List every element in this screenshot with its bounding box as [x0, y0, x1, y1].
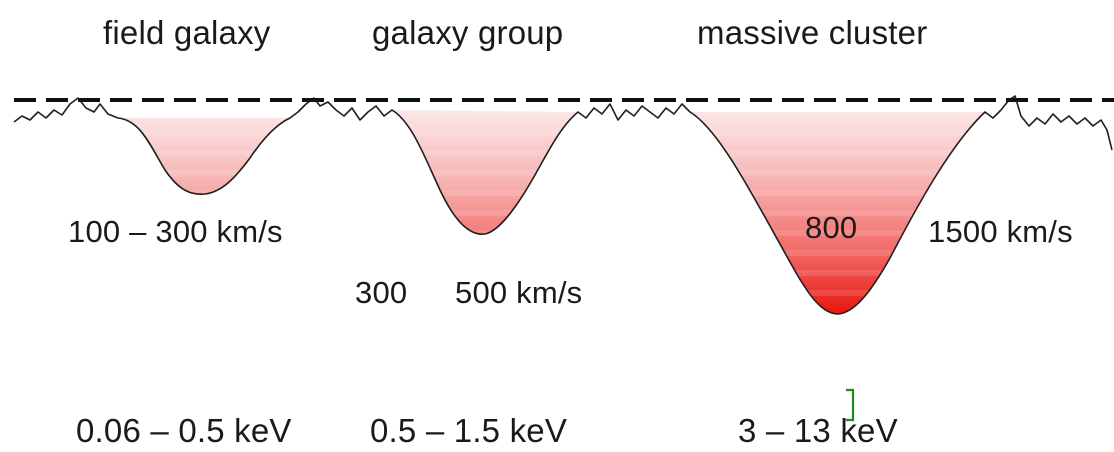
- header-massive-cluster: massive cluster: [697, 14, 928, 51]
- header-field-galaxy: field galaxy: [103, 14, 271, 51]
- energy-cluster: 3 – 13 keV: [738, 412, 898, 449]
- energy-group: 0.5 – 1.5 keV: [370, 412, 568, 449]
- header-galaxy-group: galaxy group: [372, 14, 564, 51]
- velocity-group-high: 500 km/s: [455, 275, 583, 310]
- velocity-group-low: 300: [355, 275, 408, 310]
- velocity-cluster-low: 800: [805, 210, 858, 245]
- cursor-mark: [846, 388, 855, 422]
- velocity-cluster-high: 1500 km/s: [928, 214, 1073, 249]
- potential-curve: [13, 95, 1113, 315]
- velocity-field: 100 – 300 km/s: [68, 214, 283, 249]
- energy-field: 0.06 – 0.5 keV: [76, 412, 292, 449]
